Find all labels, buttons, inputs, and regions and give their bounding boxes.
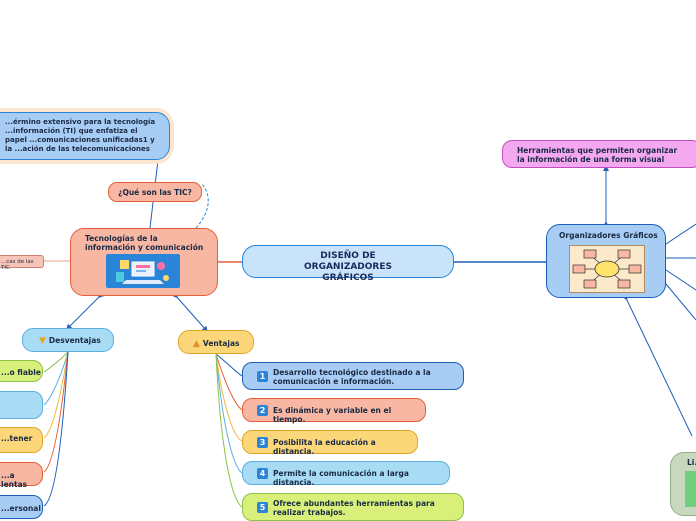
ventaja-text-1: Desarrollo tecnológico destinado a la co… [273,368,431,386]
desventajas-node[interactable]: ▼Desventajas [22,328,114,352]
tic-definition-text: ...érmino extensivo para la tecnología .… [5,118,156,153]
ventaja-item-5[interactable]: 5 Ofrece abundantes herramientas para re… [242,493,464,521]
tic-question-label: ¿Qué son las TIC? [118,188,192,197]
central-topic-title: DISEÑO DE ORGANIZADORES GRÁFICOS [304,251,392,283]
desventaja-item-3[interactable]: ...tener [0,427,43,453]
number-badge: 4 [257,468,268,479]
desventajas-label: Desventajas [48,336,101,345]
tic-node[interactable]: Tecnologías de la información y comunica… [70,228,218,296]
desventaja-item-5[interactable]: ...ersonal [0,495,43,519]
organizadores-node[interactable]: Organizadores Gráficos [546,224,666,298]
desventaja-item-4[interactable]: ...a lentas [0,462,43,489]
number-badge: 5 [257,502,268,513]
ventaja-text-3: Posibilita la educación a distancia. [273,438,376,456]
organizadores-title: Organizadores Gráficos [559,231,658,240]
desventaja-item-1[interactable]: ...o fiable [0,360,43,382]
number-badge: 2 [257,405,268,416]
tic-side-node[interactable]: ...cas de las TIC [0,255,44,271]
ventajas-label: Ventajas [202,339,240,348]
thumbs-down-icon: ▼ [39,336,46,346]
desventaja-text-1: ...o fiable [1,368,41,377]
number-badge: 3 [257,437,268,448]
partial-node-label: Li... [687,458,696,467]
ventaja-item-1[interactable]: 1 Desarrollo tecnológico destinado a la … [242,362,464,390]
ventajas-node[interactable]: ▲Ventajas [178,330,254,354]
organizer-diagram-image [569,245,645,293]
tic-illustration-image [106,254,180,288]
ventaja-text-5: Ofrece abundantes herramientas para real… [273,499,435,517]
desventaja-item-2[interactable] [0,391,43,419]
organizadores-description-text: Herramientas que permiten organizar la i… [517,146,678,164]
desventaja-text-5: ...ersonal [1,504,41,513]
number-badge: 1 [257,371,268,382]
ventaja-text-2: Es dinámica y variable en el tiempo. [273,406,392,424]
ventaja-item-4[interactable]: 4 Permite la comunicación a larga distan… [242,461,450,487]
ventaja-item-3[interactable]: 3 Posibilita la educación a distancia. [242,430,418,456]
desventaja-text-4: ...a lentas [1,471,28,489]
ventaja-item-2[interactable]: 2 Es dinámica y variable en el tiempo. [242,398,426,424]
tic-question-node[interactable]: ¿Qué son las TIC? [108,182,202,202]
tic-side-label: ...cas de las TIC [1,259,34,271]
partial-node-bottom-right[interactable]: Li... [670,452,696,516]
central-topic-node[interactable]: DISEÑO DE ORGANIZADORES GRÁFICOS [242,245,454,283]
tic-title: Tecnologías de la información y comunica… [85,234,204,252]
desventaja-text-3: ...tener [1,434,33,443]
tic-definition-node[interactable]: ...érmino extensivo para la tecnología .… [0,112,170,160]
organizadores-description-node[interactable]: Herramientas que permiten organizar la i… [502,140,696,168]
thumbs-up-icon: ▲ [193,339,200,349]
ventaja-text-4: Permite la comunicación a larga distanci… [273,469,409,487]
partial-node-image [685,471,696,507]
